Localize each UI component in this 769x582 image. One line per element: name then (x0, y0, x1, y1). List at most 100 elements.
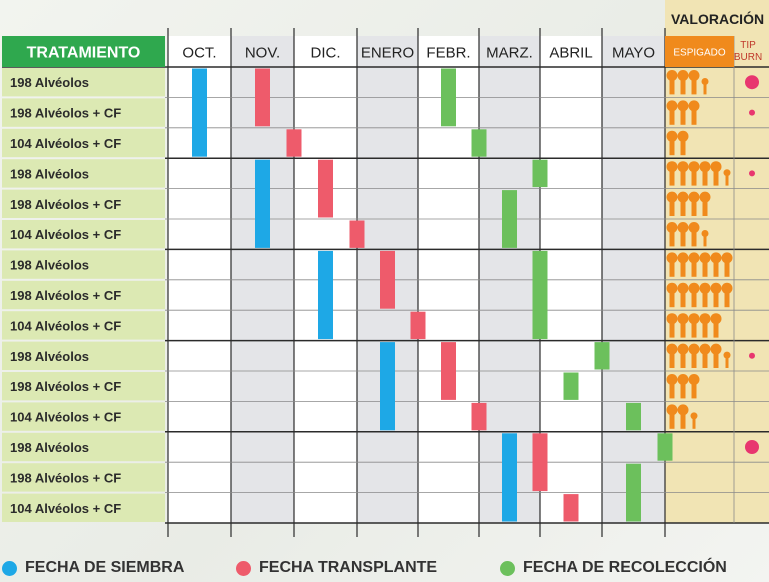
espigado-plant-icon (677, 222, 689, 247)
espigado-plant-icon (666, 374, 678, 399)
espigado-plant-icon (688, 313, 700, 338)
espigado-plant-icon (677, 191, 689, 216)
transplant-bar (410, 311, 426, 340)
transplant-bar (380, 250, 395, 309)
espigado-plant-icon (710, 161, 722, 186)
row-label: 198 Alvéolos (10, 349, 89, 364)
month-header: MAYO (612, 45, 655, 62)
header-treatment-box (2, 36, 165, 67)
espigado-plant-icon (688, 191, 700, 216)
espigado-plant-icon (666, 70, 678, 95)
transplant-bar (441, 342, 456, 400)
espigado-plant-icon (666, 313, 678, 338)
harvest-bar (626, 402, 641, 431)
espigado-header: ESPIGADO (673, 48, 725, 59)
harvest-bar (563, 372, 579, 400)
espigado-plant-icon (666, 130, 678, 156)
row-label-bg (2, 250, 165, 279)
espigado-plant-icon (699, 282, 711, 308)
harvest-bar (594, 342, 610, 370)
row-labels-layer: 198 Alvéolos 198 Alvéolos + CF 104 Alvéolo… (2, 68, 165, 522)
espigado-plant-icon (677, 130, 689, 156)
espigado-plant-icon (688, 222, 700, 247)
espigado-plant-icon (666, 252, 678, 277)
espigado-plant-icon (688, 374, 700, 399)
row-label-bg (2, 341, 165, 370)
sowing-bar (255, 159, 270, 248)
row-label: 198 Alvéolos (10, 75, 89, 90)
transplant-bar (471, 402, 487, 431)
row-label-bg (2, 280, 165, 310)
espigado-plant-icon (699, 343, 711, 368)
row-label-bg (2, 220, 165, 249)
espigado-plant-icon (690, 412, 698, 429)
tip-burn-dot (745, 75, 759, 90)
row-label: 104 Alvéolos + CF (10, 136, 121, 151)
espigado-plant-icon (677, 70, 689, 95)
harvest-bar (441, 68, 456, 127)
espigado-plant-icon (710, 252, 722, 277)
tip-burn-dot (749, 170, 755, 177)
month-header: OCT. (182, 45, 216, 62)
espigado-plant-icon (723, 169, 731, 186)
row-label-bg (2, 432, 165, 462)
harvest-bar (532, 250, 548, 340)
row-label: 198 Alvéolos + CF (10, 288, 121, 303)
espigado-plant-icon (677, 313, 689, 338)
row-label: 198 Alvéolos + CF (10, 197, 121, 212)
espigado-plant-icon (721, 282, 733, 308)
espigado-plant-icon (688, 161, 700, 186)
espigado-plant-icon (701, 78, 709, 95)
espigado-plant-icon (701, 230, 709, 247)
harvest-bar (532, 159, 548, 188)
espigado-plant-icon (688, 100, 700, 125)
tip-burn-dot (745, 440, 759, 454)
row-label: 104 Alvéolos + CF (10, 410, 121, 425)
row-label-bg (2, 311, 165, 340)
espigado-plant-icon (710, 282, 722, 308)
espigado-plant-icon (677, 100, 689, 125)
transplant-bar (563, 494, 579, 522)
row-label-bg (2, 189, 165, 218)
legend-recoleccion: FECHA DE RECOLECCIÓN (500, 557, 727, 579)
espigado-plant-icon (688, 343, 700, 368)
transplant-bar (318, 159, 333, 218)
legend-label-siembra: FECHA DE SIEMBRA (25, 559, 185, 576)
row-label-bg (2, 463, 165, 492)
row-label-bg (2, 128, 165, 158)
valoracion-layer (666, 70, 759, 454)
harvest-bar (626, 463, 641, 522)
espigado-plant-icon (710, 313, 722, 338)
espigado-plant-icon (666, 343, 678, 368)
espigado-plant-icon (666, 191, 678, 216)
espigado-plant-icon (699, 161, 711, 186)
month-header: DIC. (311, 45, 341, 62)
row-label-bg (2, 402, 165, 431)
espigado-plant-icon (688, 252, 700, 277)
row-label: 198 Alvéolos + CF (10, 470, 121, 485)
espigado-plant-icon (721, 252, 733, 277)
legend-transplante: FECHA TRANSPLANTE (236, 557, 437, 579)
row-label: 198 Alvéolos (10, 166, 89, 181)
legend-label-recoleccion: FECHA DE RECOLECCIÓN (523, 559, 727, 576)
espigado-plant-icon (666, 161, 678, 186)
espigado-plant-icon (677, 374, 689, 399)
tip-burn-header-line1: TIP (740, 40, 756, 51)
sowing-bar (192, 68, 207, 157)
bars-layer (192, 68, 673, 522)
espigado-plant-icon (666, 222, 678, 247)
transplant-bar (349, 220, 365, 248)
row-label-bg (2, 98, 165, 127)
harvest-bar (471, 129, 487, 157)
row-label-bg (2, 68, 165, 97)
harvest-bar (657, 433, 673, 461)
transplant-bar (286, 129, 302, 157)
espigado-plant-icon (677, 404, 689, 429)
espigado-header-box (665, 36, 734, 67)
row-label-bg (2, 159, 165, 188)
espigado-plant-icon (723, 351, 731, 368)
espigado-plant-icon (666, 100, 678, 125)
espigado-plant-icon (710, 343, 722, 368)
month-header: FEBR. (426, 45, 470, 62)
